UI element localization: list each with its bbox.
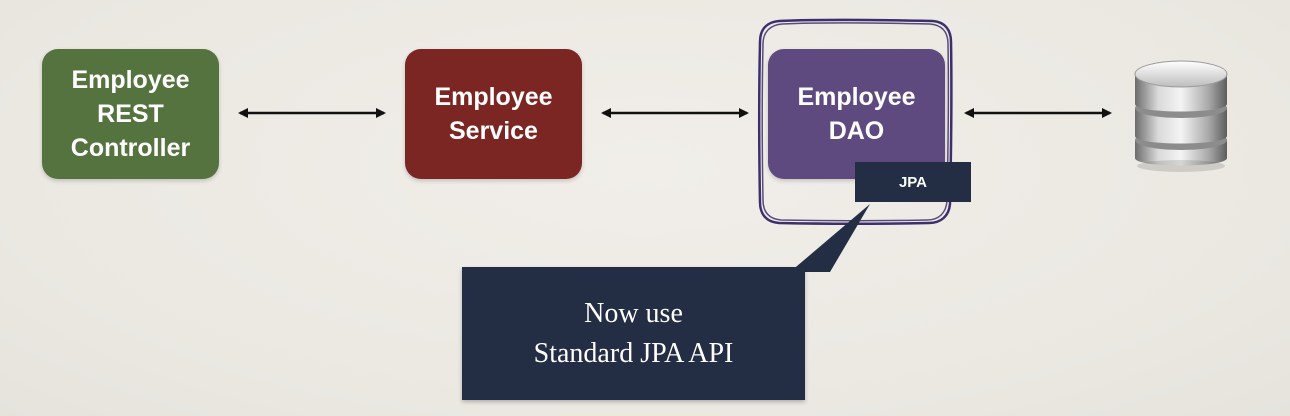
callout-text: Now use Standard JPA API [533,297,734,369]
callout-box: Now use Standard JPA API [462,267,805,400]
service-label: Employee Service [434,83,553,145]
jpa-tag-label: JPA [898,173,928,191]
employee-rest-controller-box: Employee REST Controller [42,49,219,179]
dao-label: Employee DAO [797,83,916,145]
employee-dao-box: Employee DAO [768,49,945,179]
controller-label: Employee REST Controller [70,66,191,162]
database-icon [1134,60,1228,172]
dao-highlight-outline [758,18,953,225]
jpa-tag: JPA [855,162,971,202]
callout-pointer [790,204,870,272]
employee-service-box: Employee Service [405,49,582,179]
